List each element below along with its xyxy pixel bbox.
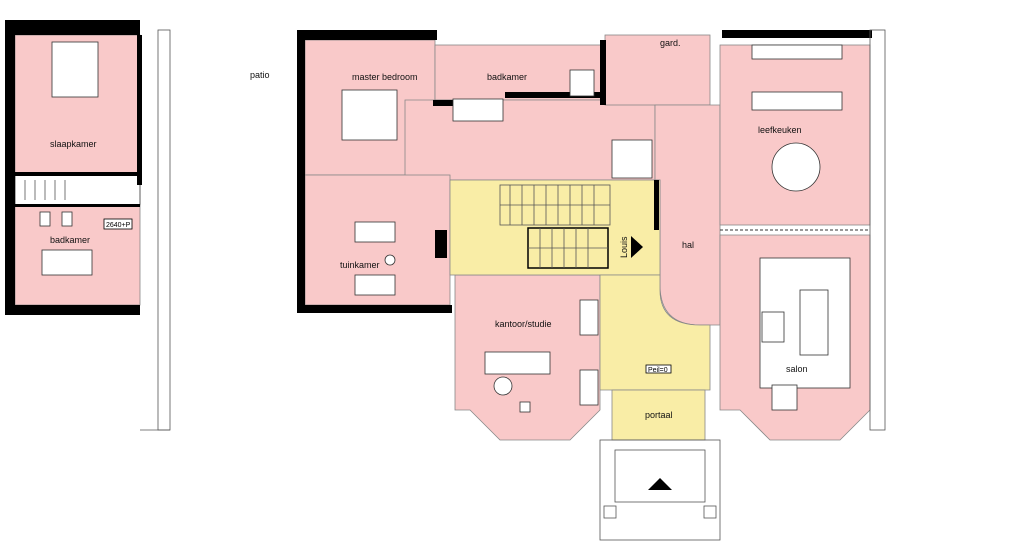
label-leefkeuken: leefkeuken <box>758 125 802 135</box>
label-badkamer: badkamer <box>487 72 527 82</box>
room-portaal[interactable] <box>611 389 706 441</box>
room-leefkeuken[interactable] <box>719 44 871 226</box>
bathtub-icon <box>452 98 504 122</box>
label-master-bedroom: master bedroom <box>352 72 418 82</box>
label-gard: gard. <box>660 38 681 48</box>
sofa-icon <box>354 221 396 243</box>
entrance-hall <box>599 274 711 391</box>
label-peil: Peil=0 <box>648 367 668 374</box>
tag-2640p: 2640+P <box>106 222 131 229</box>
dining-table-icon <box>771 142 821 192</box>
entrance-arrow-icon <box>648 478 672 490</box>
bathtub-icon <box>41 249 93 276</box>
staircase-main <box>499 184 611 269</box>
label-hal: hal <box>682 240 694 250</box>
sofa-icon <box>799 289 829 356</box>
room-gard[interactable] <box>604 34 711 106</box>
kitchen-island-icon <box>751 91 843 111</box>
label-badkamer-left: badkamer <box>50 235 90 245</box>
left-building: slaapkamer badkamer 2640+P <box>5 20 171 431</box>
main-building: master bedroom badkamer gard. leefkeuken… <box>297 29 886 541</box>
label-kantoor: kantoor/studie <box>495 319 552 329</box>
room-hal[interactable] <box>654 104 721 326</box>
label-patio: patio <box>250 70 270 80</box>
bed-icon <box>341 89 398 141</box>
arrow-right-icon <box>631 236 643 258</box>
staircase-left <box>14 174 141 206</box>
kitchen-counter-icon <box>751 44 843 60</box>
armchair-icon <box>771 384 798 411</box>
bed-icon <box>51 41 99 98</box>
label-salon: salon <box>786 364 808 374</box>
desk-icon <box>484 351 551 375</box>
shower-icon <box>569 69 595 97</box>
label-portaal: portaal <box>645 410 673 420</box>
appliance-icon <box>611 139 653 179</box>
label-tuinkamer: tuinkamer <box>340 260 380 270</box>
label-louis: Louis <box>619 236 629 258</box>
porch <box>599 439 721 541</box>
label-slaapkamer: slaapkamer <box>50 139 97 149</box>
